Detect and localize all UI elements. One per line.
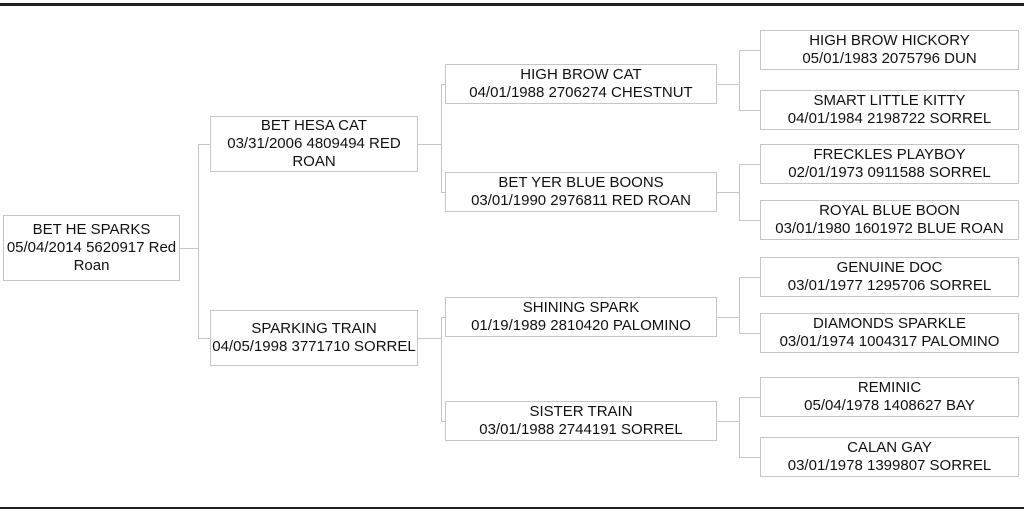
connector-line: [739, 50, 740, 111]
node-sires-dam: BET YER BLUE BOONS 03/01/1990 2976811 RE…: [445, 172, 717, 212]
connector-line: [198, 338, 210, 339]
horse-info: 03/01/1974 1004317 PALOMINO: [779, 333, 1000, 350]
connector-line: [739, 397, 740, 458]
horse-name: REMINIC: [857, 379, 922, 396]
connector-line: [717, 84, 739, 85]
horse-info: 03/31/2006 4809494 RED ROAN: [227, 135, 401, 170]
node-sires-dams-sire: FRECKLES PLAYBOY 02/01/1973 0911588 SORR…: [760, 144, 1019, 184]
horse-info: 05/04/1978 1408627 BAY: [804, 397, 975, 414]
connector-line: [739, 457, 760, 458]
node-dams-dam: SISTER TRAIN 03/01/1988 2744191 SORREL: [445, 401, 717, 441]
node-sire: BET HESA CAT 03/31/2006 4809494 RED ROAN: [210, 116, 418, 172]
node-dam: SPARKING TRAIN 04/05/1998 3771710 SORREL: [210, 310, 418, 366]
horse-name: HIGH BROW CAT: [520, 66, 642, 83]
connector-line: [418, 144, 441, 145]
connector-line: [717, 317, 739, 318]
horse-info: 02/01/1973 0911588 SORREL: [788, 164, 991, 181]
horse-info: 03/01/1988 2744191 SORREL: [479, 421, 683, 438]
connector-line: [441, 317, 442, 422]
connector-line: [717, 192, 739, 193]
connector-line: [739, 164, 760, 165]
connector-line: [739, 110, 760, 111]
connector-line: [441, 317, 445, 318]
horse-name: SHINING SPARK: [522, 299, 640, 316]
horse-name: GENUINE DOC: [836, 259, 943, 276]
node-sires-sire: HIGH BROW CAT 04/01/1988 2706274 CHESTNU…: [445, 64, 717, 104]
horse-name: DIAMONDS SPARKLE: [812, 315, 967, 332]
connector-line: [739, 50, 760, 51]
horse-name: BET HESA CAT: [260, 117, 368, 134]
node-dams-sires-sire: GENUINE DOC 03/01/1977 1295706 SORREL: [760, 257, 1019, 297]
horse-name: SPARKING TRAIN: [251, 320, 377, 337]
horse-name: CALAN GAY: [847, 439, 932, 456]
connector-line: [441, 84, 442, 193]
connector-line: [180, 248, 198, 249]
connector-line: [739, 220, 760, 221]
connector-line: [198, 144, 199, 339]
node-dams-dams-dam: CALAN GAY 03/01/1978 1399807 SORREL: [760, 437, 1019, 477]
horse-info: 03/01/1990 2976811 RED ROAN: [471, 192, 691, 209]
bottom-border-rule: [0, 507, 1024, 509]
horse-name: SMART LITTLE KITTY: [813, 92, 966, 109]
horse-info: 01/19/1989 2810420 PALOMINO: [471, 317, 691, 334]
horse-info: 05/04/2014 5620917 Red Roan: [6, 239, 177, 274]
horse-info: 03/01/1977 1295706 SORREL: [787, 277, 992, 294]
horse-name: ROYAL BLUE BOON: [819, 202, 960, 219]
node-dams-sires-dam: DIAMONDS SPARKLE 03/01/1974 1004317 PALO…: [760, 313, 1019, 353]
horse-name: FRECKLES PLAYBOY: [813, 146, 966, 163]
horse-info: 04/01/1984 2198722 SORREL: [787, 110, 992, 127]
horse-name: BET HE SPARKS: [32, 221, 151, 238]
horse-name: BET YER BLUE BOONS: [498, 174, 664, 191]
horse-info: 04/05/1998 3771710 SORREL: [212, 338, 416, 355]
horse-name: SISTER TRAIN: [529, 403, 633, 420]
connector-line: [717, 421, 739, 422]
horse-info: 04/01/1988 2706274 CHESTNUT: [469, 84, 693, 101]
connector-line: [441, 192, 445, 193]
connector-line: [739, 164, 740, 221]
node-sires-dams-dam: ROYAL BLUE BOON 03/01/1980 1601972 BLUE …: [760, 200, 1019, 240]
connector-line: [739, 277, 760, 278]
node-subject: BET HE SPARKS 05/04/2014 5620917 Red Roa…: [3, 215, 180, 281]
connector-line: [739, 397, 760, 398]
node-dams-sire: SHINING SPARK 01/19/1989 2810420 PALOMIN…: [445, 297, 717, 337]
connector-line: [739, 277, 740, 334]
connector-line: [441, 84, 445, 85]
horse-info: 03/01/1978 1399807 SORREL: [787, 457, 992, 474]
connector-line: [198, 144, 210, 145]
horse-name: HIGH BROW HICKORY: [809, 32, 970, 49]
connector-line: [441, 421, 445, 422]
horse-info: 05/01/1983 2075796 DUN: [802, 50, 977, 67]
top-border-rule: [0, 3, 1024, 6]
node-dams-dams-sire: REMINIC 05/04/1978 1408627 BAY: [760, 377, 1019, 417]
node-sires-sires-sire: HIGH BROW HICKORY 05/01/1983 2075796 DUN: [760, 30, 1019, 70]
connector-line: [739, 333, 760, 334]
node-sires-sires-dam: SMART LITTLE KITTY 04/01/1984 2198722 SO…: [760, 90, 1019, 130]
horse-info: 03/01/1980 1601972 BLUE ROAN: [775, 220, 1004, 237]
connector-line: [418, 338, 441, 339]
